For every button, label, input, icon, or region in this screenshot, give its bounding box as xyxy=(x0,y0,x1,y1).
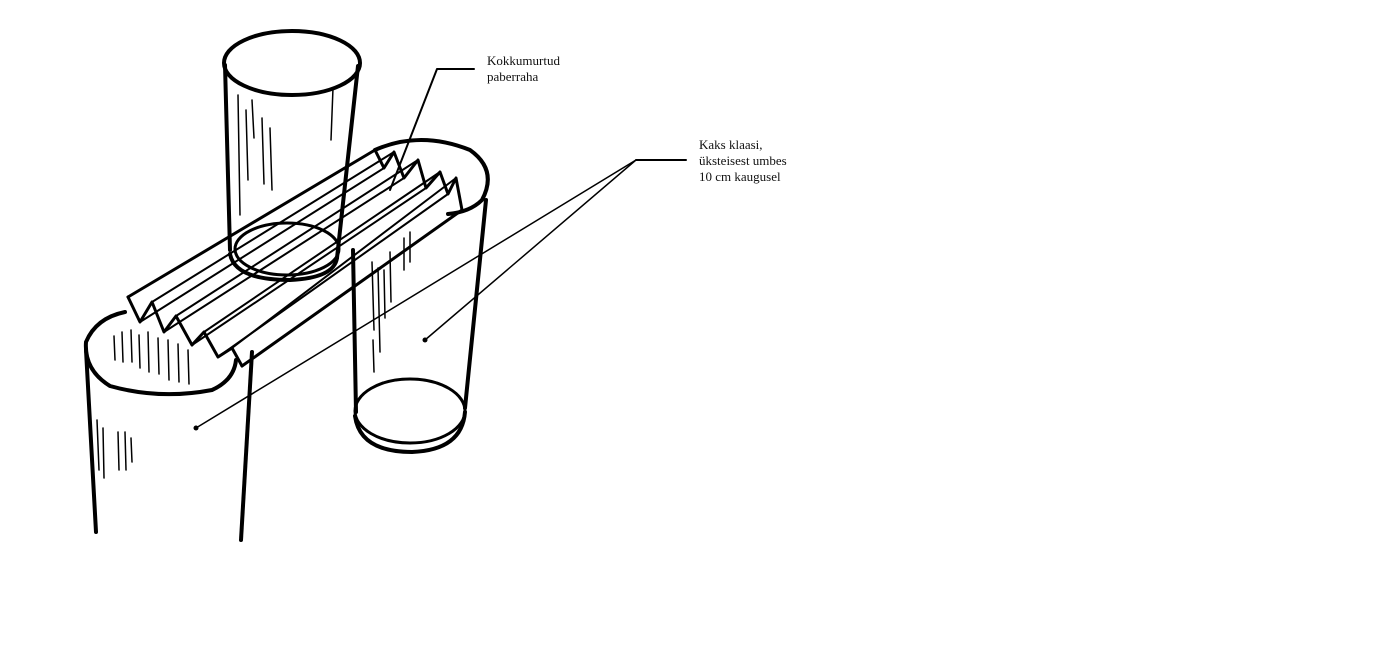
label-two-glasses-line2: üksteisest umbes xyxy=(699,153,787,168)
label-two-glasses-line1: Kaks klaasi, xyxy=(699,137,763,152)
label-two-glasses: Kaks klaasi, üksteisest umbes 10 cm kaug… xyxy=(699,137,787,185)
label-two-glasses-line3: 10 cm kaugusel xyxy=(699,169,781,184)
front-glass-rim xyxy=(83,310,238,397)
front-glass-hatching xyxy=(96,329,190,479)
upright-glass-rim xyxy=(373,138,490,216)
leader-glasses xyxy=(193,159,687,431)
upright-glass xyxy=(351,198,488,454)
front-glass xyxy=(83,310,254,542)
inverted-glass-left-wall xyxy=(223,63,232,252)
inverted-glass-rim xyxy=(222,29,362,97)
banknote-near-zigzag xyxy=(126,295,244,368)
upright-glass-base-rim xyxy=(353,410,467,454)
banknote-fold-lines xyxy=(139,151,457,358)
leader-money xyxy=(389,68,475,191)
inverted-glass-right-wall xyxy=(335,64,360,260)
front-glass-right-wall xyxy=(239,350,254,542)
front-glass-left-wall xyxy=(84,348,98,534)
upright-glass-right-wall xyxy=(463,198,488,410)
folded-banknote xyxy=(126,148,464,368)
label-folded-money: Kokkumurtud paberraha xyxy=(487,53,560,85)
leader-dot-upright-glass xyxy=(422,337,428,343)
upright-glass-base-ellipse xyxy=(353,377,467,445)
label-folded-money-line2: paberraha xyxy=(487,69,539,84)
inverted-glass-bottom-rim xyxy=(228,252,339,282)
label-folded-money-line1: Kokkumurtud xyxy=(487,53,560,68)
banknote-top-edge xyxy=(126,148,377,299)
banknote-far-zigzag xyxy=(373,148,464,212)
leader-dot-front-glass xyxy=(193,425,199,431)
banknote-bottom-edge xyxy=(240,208,464,368)
inverted-glass xyxy=(222,29,362,282)
inverted-glass-bottom-ellipse xyxy=(233,221,341,277)
inverted-glass-hatching xyxy=(237,87,334,216)
